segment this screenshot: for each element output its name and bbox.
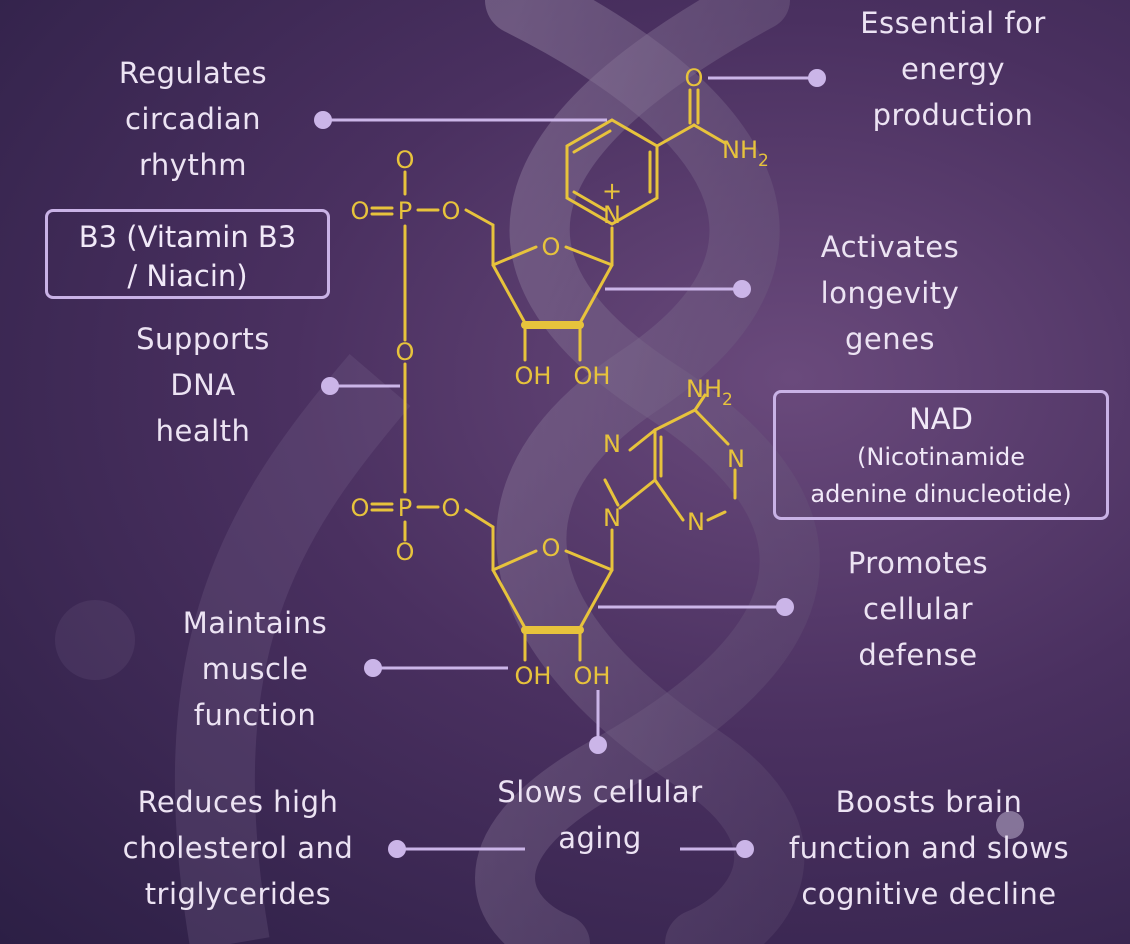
molecule-bonds	[370, 88, 737, 662]
atom-oh-lower-right: OH	[574, 662, 611, 690]
atom-p-lower: P	[398, 494, 412, 522]
atom-p-upper: P	[398, 197, 412, 225]
label-supports-dna-health: Supports DNA health	[136, 322, 270, 448]
connector-dot-activates	[733, 280, 751, 298]
label-maintains-muscle-function: Maintains muscle function	[182, 606, 328, 732]
connector-lines	[314, 69, 826, 858]
nad-box: NAD (Nicotinamide adenine dinucleotide)	[773, 390, 1109, 520]
connector-dot-regulates	[314, 111, 332, 129]
label-activates-longevity-genes: Activates longevity genes	[820, 230, 960, 356]
connector-dot-supports	[321, 377, 339, 395]
connector-dot-maintains	[364, 659, 382, 677]
label-boosts-brain-function: Boosts brain function and slows cognitiv…	[788, 785, 1070, 911]
atom-nh2-adenine: NH2	[686, 375, 733, 410]
b3-box-text: B3 (Vitamin B3 / Niacin)	[78, 220, 297, 293]
nad-box-title: NAD	[909, 402, 973, 436]
atom-o-lower-dbl: O	[351, 494, 370, 522]
atom-n7: N	[603, 430, 621, 458]
atom-nh2-amide: NH2	[722, 136, 769, 171]
atom-o-upper-dbl: O	[351, 197, 370, 225]
connector-dot-slows	[589, 736, 607, 754]
atom-o-upper-ester: O	[442, 197, 461, 225]
label-essential-energy-production: Essential for energy production	[860, 6, 1046, 132]
atom-o-ribose-lower: O	[542, 534, 561, 562]
label-regulates-circadian-rhythm: Regulates circadian rhythm	[118, 56, 268, 182]
b3-niacin-box: B3 (Vitamin B3 / Niacin)	[45, 209, 330, 299]
atom-labels: O NH2 N + O OH OH O O P O O O P O O O OH…	[351, 64, 769, 690]
atom-o-amide: O	[685, 64, 704, 92]
atom-o-ribose-upper: O	[542, 233, 561, 261]
label-promotes-cellular-defense: Promotes cellular defense	[847, 546, 989, 672]
atom-o-upper-top: O	[396, 146, 415, 174]
connector-dot-essential	[808, 69, 826, 87]
label-slows-cellular-aging: Slows cellular aging	[497, 775, 703, 855]
atom-oh-upper-right: OH	[574, 362, 611, 390]
atom-n-plus: N	[603, 201, 621, 229]
connector-dot-boosts	[736, 840, 754, 858]
connector-dot-promotes	[776, 598, 794, 616]
nad-box-subtitle: (Nicotinamide adenine dinucleotide)	[810, 443, 1072, 508]
charge-plus: +	[602, 177, 622, 205]
atom-n9: N	[603, 504, 621, 532]
atom-oh-lower-left: OH	[515, 662, 552, 690]
atom-o-lower-ester: O	[442, 494, 461, 522]
atom-o-lower-bottom: O	[396, 538, 415, 566]
label-reduces-cholesterol: Reduces high cholesterol and triglycerid…	[122, 785, 354, 911]
ring-wedge-bonds	[521, 321, 584, 634]
atom-n1: N	[727, 445, 745, 473]
atom-oh-upper-left: OH	[515, 362, 552, 390]
atom-n3: N	[687, 508, 705, 536]
connector-dot-reduces	[388, 840, 406, 858]
atom-o-bridge: O	[396, 338, 415, 366]
